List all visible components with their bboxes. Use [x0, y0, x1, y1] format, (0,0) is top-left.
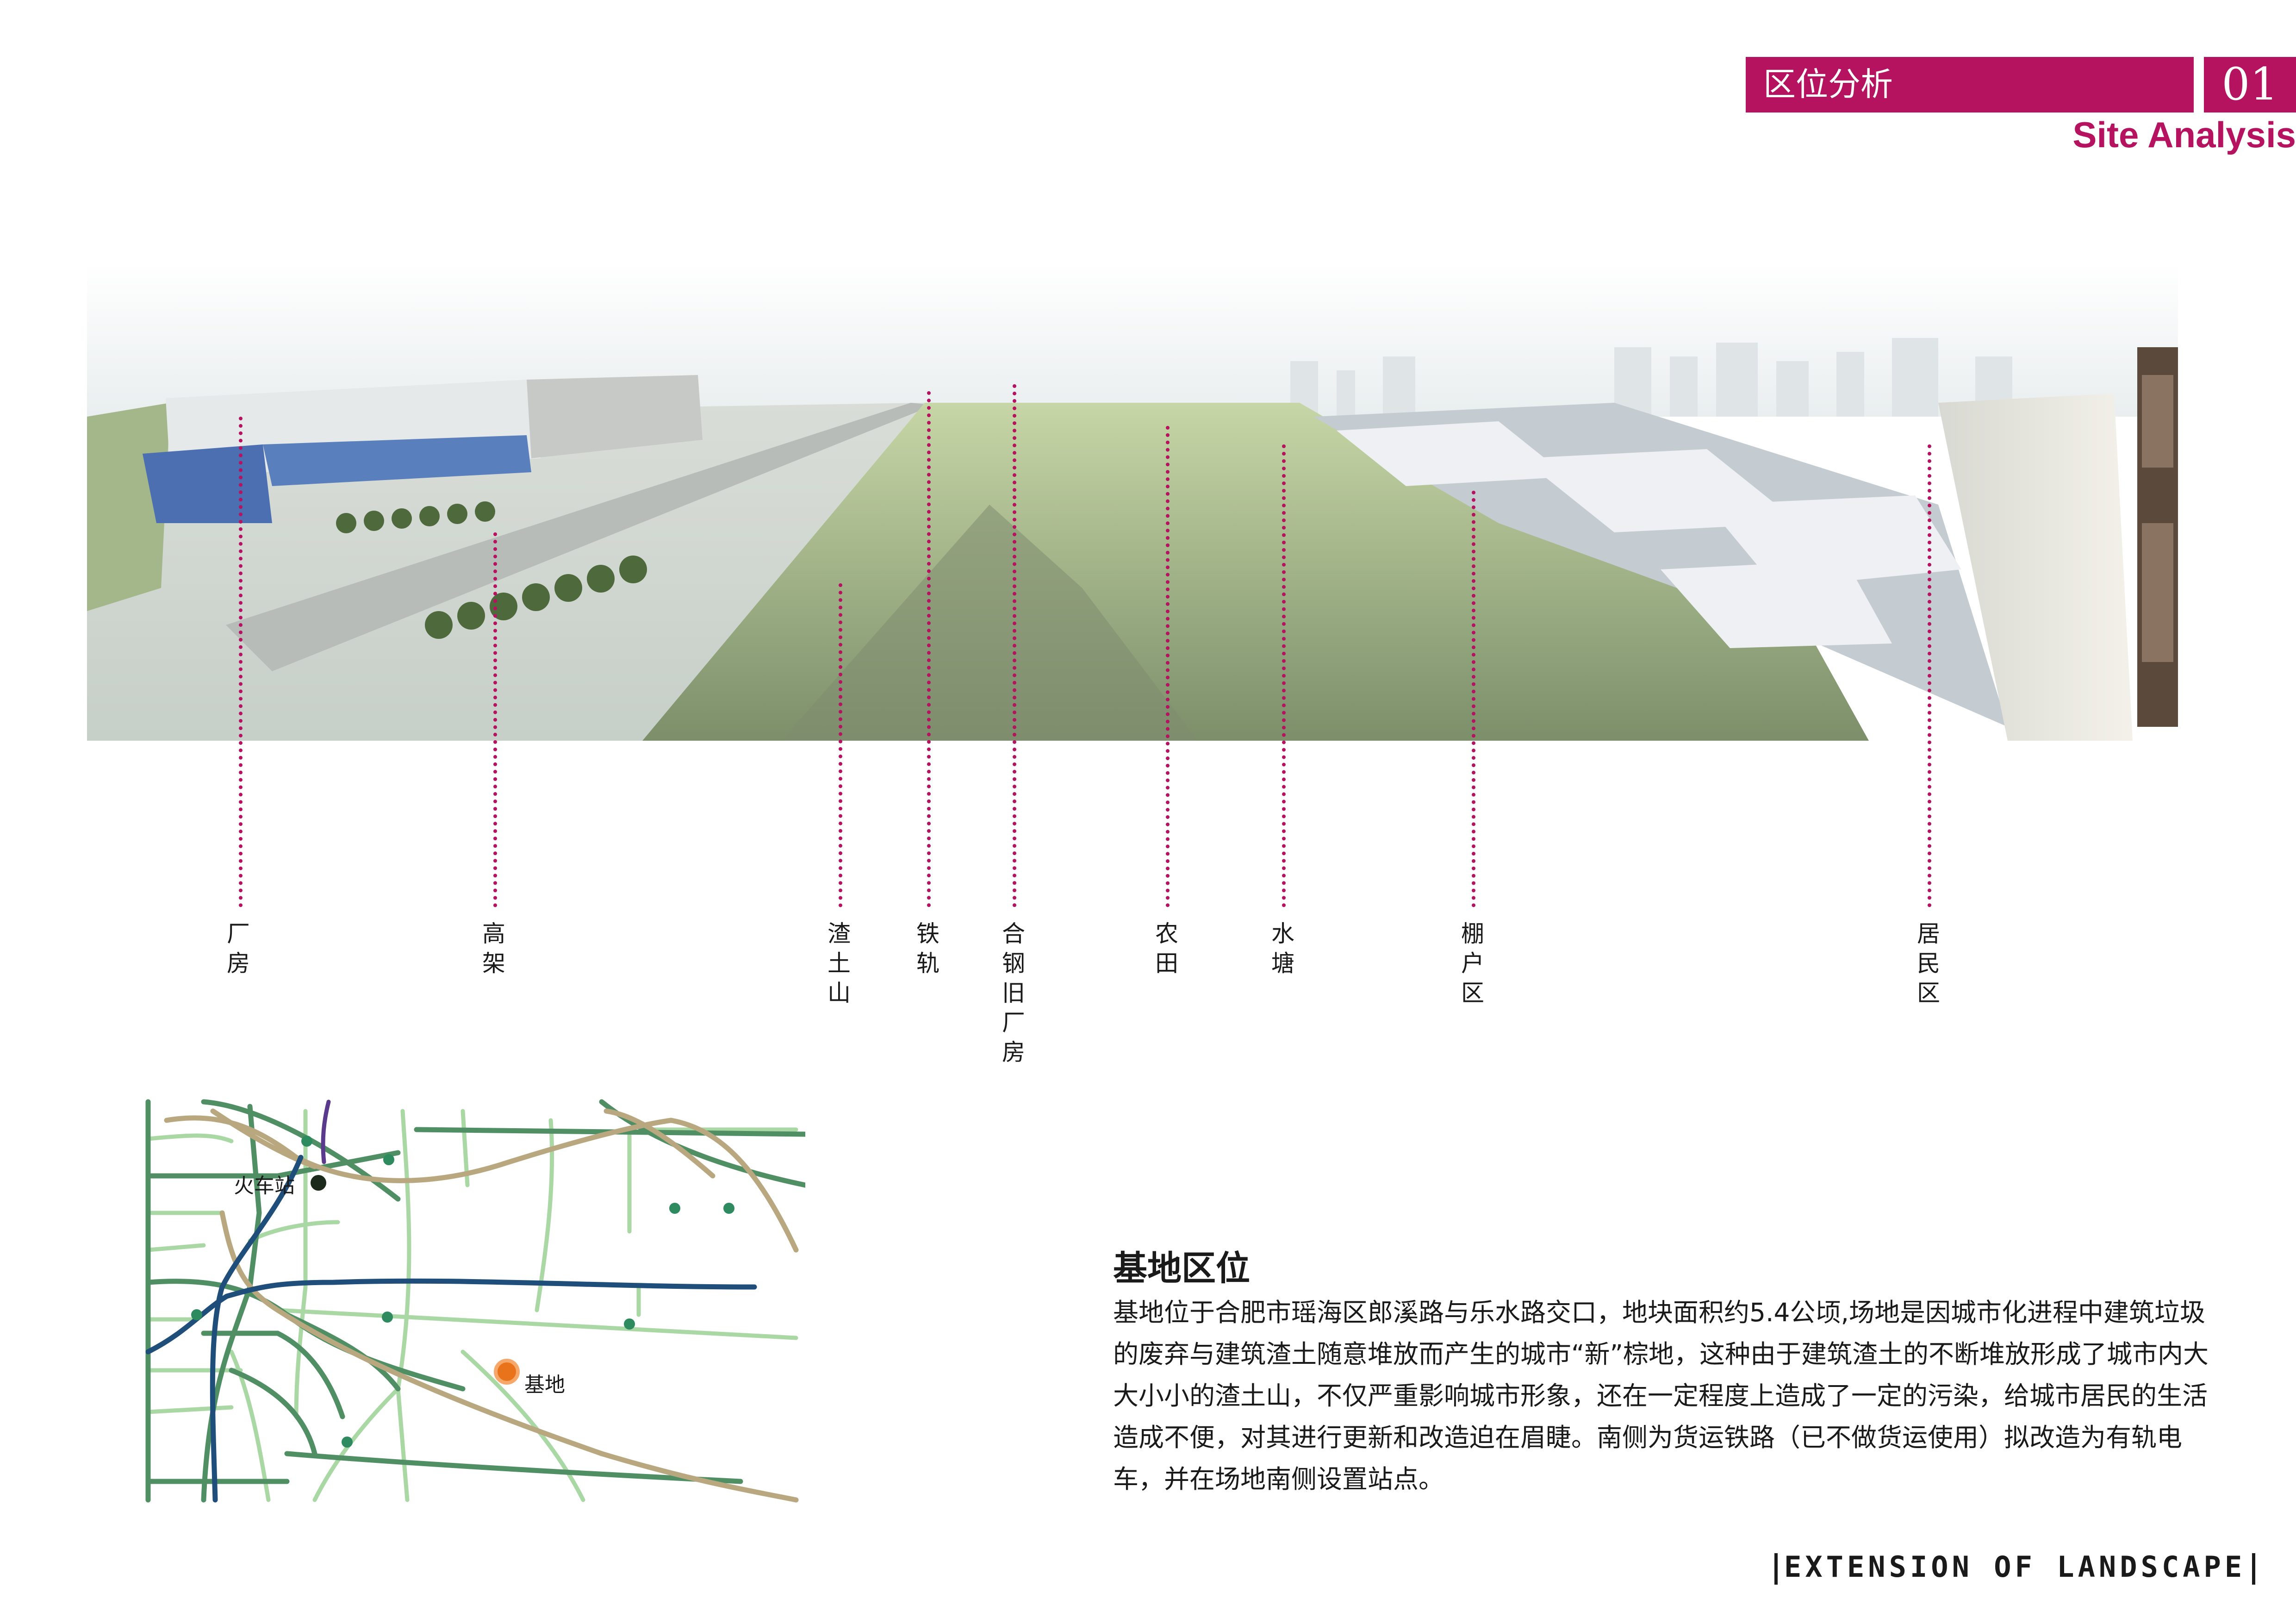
map-label-train-station: 火车站: [234, 1174, 295, 1198]
location-map: 火车站 基地: [139, 1093, 808, 1509]
callout-label-railway: 铁轨: [916, 920, 940, 977]
callout-line-slag-hill: [839, 583, 842, 907]
callout-label-pond: 水塘: [1271, 920, 1294, 977]
header-number: 01: [2221, 58, 2278, 110]
callout-line-factory: [239, 417, 243, 907]
callout-line-railway: [927, 391, 931, 907]
callout-label-viaduct: 高架: [482, 920, 505, 977]
map-label-site: 基地: [524, 1373, 565, 1397]
callout-label-old-steel-factory: 合钢旧厂房: [1002, 920, 1025, 1066]
panorama-photo: [87, 264, 2178, 741]
footer-bar-right: [2252, 1553, 2256, 1585]
callout-line-pond: [1282, 444, 1286, 907]
header-title-box: [1746, 57, 2194, 112]
footer-brand: EXTENSION OF LANDSCAPE: [1768, 1546, 2262, 1588]
callout-label-residential: 居民区: [1917, 920, 1940, 1006]
footer-bar-left: [1774, 1553, 1778, 1585]
callout-line-shanty: [1472, 491, 1475, 907]
site-marker: [494, 1359, 520, 1385]
callout-line-residential: [1928, 444, 1931, 907]
header-title: 区位分析: [1763, 65, 1893, 103]
callout-line-viaduct: [493, 532, 497, 907]
callout-label-factory: 厂房: [227, 920, 250, 977]
callout-line-farmland: [1166, 426, 1170, 907]
callout-line-old-steel-factory: [1013, 384, 1016, 907]
location-map-svg: [145, 1099, 808, 1503]
header-subtitle: Site Analysis: [2072, 114, 2296, 155]
section-body: 基地位于合肥市瑶海区郎溪路与乐水路交口，地块面积约5.4公顷,场地是因城市化进程…: [1113, 1298, 2209, 1494]
header-number-box: [2204, 57, 2296, 112]
train-station-marker: [311, 1175, 326, 1191]
footer-text: EXTENSION OF LANDSCAPE: [1784, 1550, 2246, 1584]
section-title: 基地区位: [1113, 1249, 1250, 1288]
callout-label-slag-hill: 渣土山: [828, 920, 851, 1006]
callout-label-shanty: 棚户区: [1461, 920, 1484, 1006]
callout-label-farmland: 农田: [1155, 920, 1178, 977]
